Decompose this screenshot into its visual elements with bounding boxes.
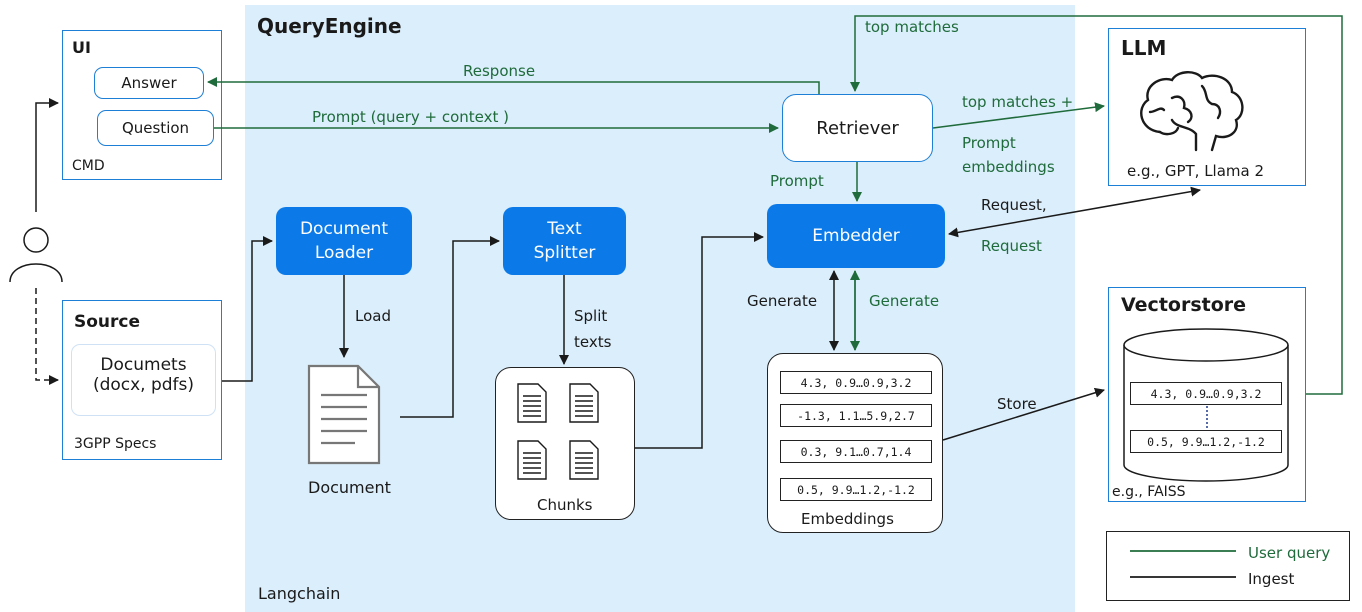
- user-to-source-arrow: [35, 288, 59, 385]
- database-cylinder: [1123, 328, 1289, 482]
- ui-box: [62, 30, 222, 180]
- vectorstore-title: Vectorstore: [1121, 294, 1247, 316]
- prompt-label: Prompt: [770, 172, 824, 190]
- vectorstore-row: 0.5, 9.9…1.2,-1.2: [1130, 430, 1282, 453]
- embedding-row: -1.3, 1.1…5.9,2.7: [780, 404, 932, 427]
- store-label: Store: [997, 395, 1037, 413]
- generate-green-label: Generate: [869, 292, 940, 310]
- embedder-label: Embedder: [812, 226, 900, 246]
- split-label-2: texts: [574, 333, 612, 351]
- source-to-loader-arrow: [222, 236, 273, 382]
- llm-title: LLM: [1121, 36, 1167, 60]
- vectorstore-footer: e.g., FAISS: [1112, 484, 1186, 500]
- embeddings-container: 4.3, 0.9…0.9,3.2 -1.3, 1.1…5.9,2.7 0.3, …: [767, 353, 943, 533]
- document-icon: [307, 364, 381, 465]
- source-title: Source: [74, 312, 141, 332]
- response-arrow: [207, 77, 820, 94]
- load-label: Load: [355, 307, 391, 325]
- retriever-label: Retriever: [816, 117, 899, 139]
- answer-box[interactable]: Answer: [94, 67, 204, 99]
- ui-title: UI: [72, 38, 91, 57]
- chunks-label: Chunks: [537, 496, 593, 514]
- store-arrow: [942, 387, 1105, 441]
- text-splitter-line2: Splitter: [533, 243, 596, 263]
- split-label-1: Split: [574, 307, 608, 325]
- document-to-splitter-arrow: [400, 236, 500, 418]
- user-icon: [9, 227, 63, 283]
- retriever-to-llm-arrow: [932, 102, 1105, 129]
- legend-user-query-label: User query: [1248, 544, 1331, 562]
- question-box[interactable]: Question: [97, 110, 214, 146]
- request-arrow: [948, 186, 1201, 238]
- source-documents-line2: (docx, pdfs): [92, 375, 195, 395]
- embedding-row: 0.3, 9.1…0.7,1.4: [780, 440, 932, 463]
- embedder-box[interactable]: Embedder: [767, 204, 945, 268]
- prompt-query-context-label: Prompt (query + context ): [312, 108, 509, 126]
- embedding-row: 4.3, 0.9…0.9,3.2: [780, 371, 932, 394]
- generate-black-label: Generate: [747, 292, 818, 310]
- text-splitter-box[interactable]: Text Splitter: [503, 207, 626, 275]
- source-documents-box: Documets (docx, pdfs): [71, 344, 216, 416]
- source-documents-line1: Documets: [100, 355, 187, 375]
- embeddings-label: Embeddings: [801, 510, 894, 528]
- prompt-embeddings-label-1: Prompt: [962, 134, 1016, 152]
- cmd-label: CMD: [72, 158, 105, 174]
- top-matches-arrow: [850, 15, 1343, 395]
- chunks-to-embedder-arrow: [635, 232, 764, 449]
- text-splitter-line1: Text: [547, 219, 582, 239]
- request-green-label: Request: [981, 237, 1042, 255]
- document-label: Document: [308, 478, 391, 497]
- document-loader-line1: Document: [299, 219, 389, 239]
- top-matches-plus-label: top matches +: [962, 93, 1074, 111]
- prompt-embeddings-label-2: embeddings: [962, 158, 1055, 176]
- query-engine-title: QueryEngine: [257, 14, 402, 38]
- brain-icon: [1140, 71, 1244, 152]
- chunk-icons: [517, 383, 599, 480]
- source-box: [62, 300, 222, 460]
- source-footer: 3GPP Specs: [74, 436, 157, 452]
- llm-footer: e.g., GPT, Llama 2: [1127, 162, 1265, 180]
- answer-label: Answer: [121, 74, 177, 92]
- legend-box: [1106, 531, 1350, 601]
- response-label: Response: [463, 62, 536, 80]
- langchain-label: Langchain: [258, 584, 341, 603]
- user-to-ui-arrow: [35, 98, 59, 212]
- llm-box: [1108, 28, 1306, 186]
- retriever-box[interactable]: Retriever: [782, 94, 933, 162]
- vectorstore-row: 4.3, 0.9…0.9,3.2: [1130, 382, 1282, 405]
- legend-ingest-label: Ingest: [1248, 570, 1295, 588]
- embedding-row: 0.5, 9.9…1.2,-1.2: [780, 478, 932, 501]
- question-label: Question: [121, 119, 190, 137]
- document-loader-line2: Loader: [314, 243, 374, 263]
- top-matches-label: top matches: [865, 18, 959, 36]
- document-loader-box[interactable]: Document Loader: [276, 207, 412, 275]
